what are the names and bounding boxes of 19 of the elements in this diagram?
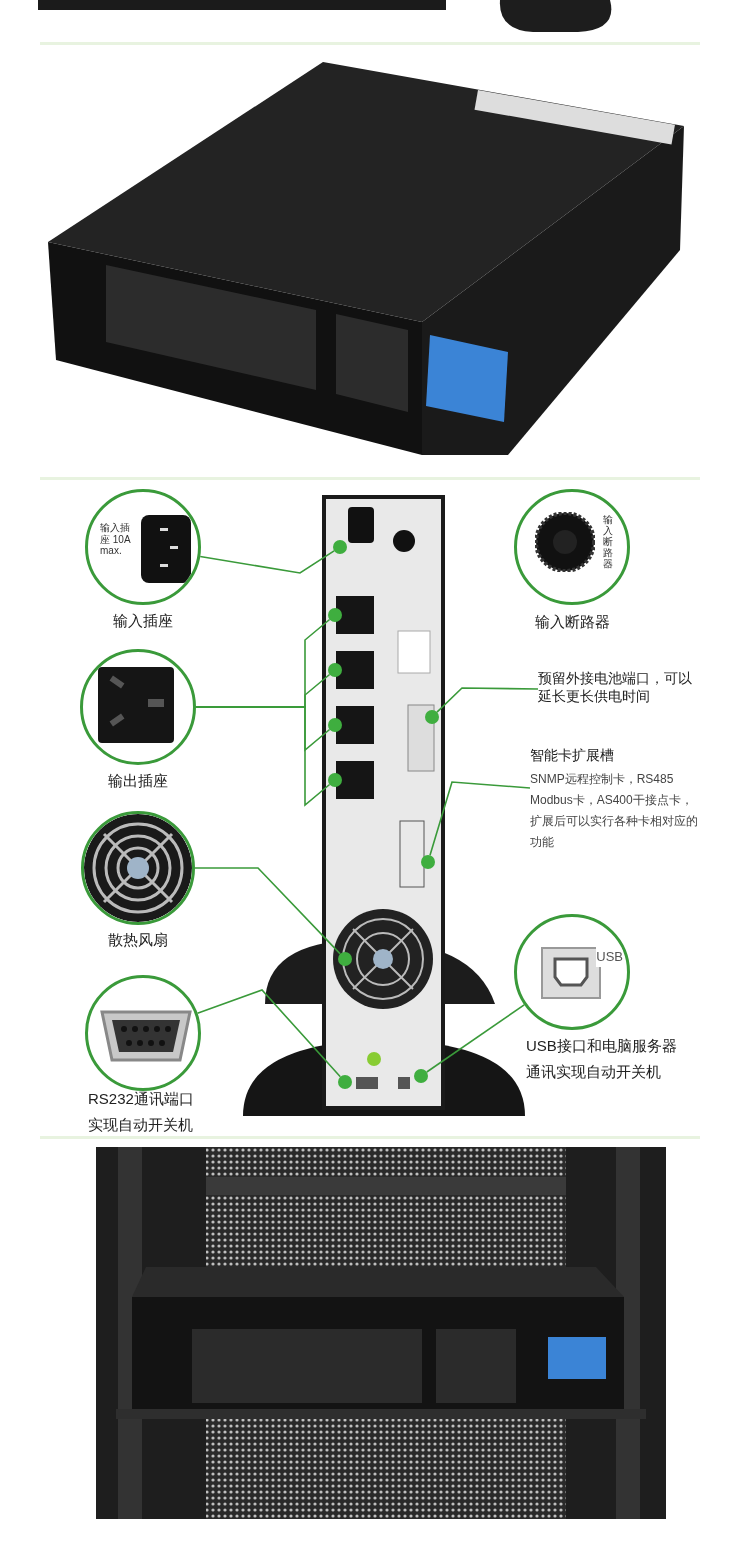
- callout-text: 智能卡扩展槽: [530, 747, 615, 765]
- panel-label: 输入断路器: [603, 514, 613, 569]
- leader-line: [429, 781, 531, 857]
- node-label: 输入断路器: [533, 612, 611, 632]
- leader-line: [194, 867, 341, 955]
- leader-line: [199, 550, 335, 574]
- leader-line: [436, 687, 539, 713]
- callout-text: 预留外接电池端口，可以延长更长供电时间: [538, 670, 693, 705]
- leader-line: [195, 706, 331, 807]
- leader-line: [426, 1004, 525, 1073]
- node-label: RS232通讯端口实现自动开关机: [88, 1089, 194, 1136]
- panel-label: 输入插座 10A max.: [100, 522, 132, 557]
- callout-description: SNMP远程控制卡，RS485 Modbus卡，AS400干接点卡，扩展后可以实行各种卡相对应的功能: [530, 770, 699, 851]
- node-label: 输入插座: [112, 611, 174, 631]
- panel-label: USB: [596, 947, 623, 967]
- node-label: 输出插座: [107, 771, 169, 791]
- node-label: USB接口和电脑服务器通讯实现自动开关机: [526, 1036, 678, 1083]
- node-label: 散热风扇: [107, 930, 169, 950]
- leader-line: [196, 989, 342, 1078]
